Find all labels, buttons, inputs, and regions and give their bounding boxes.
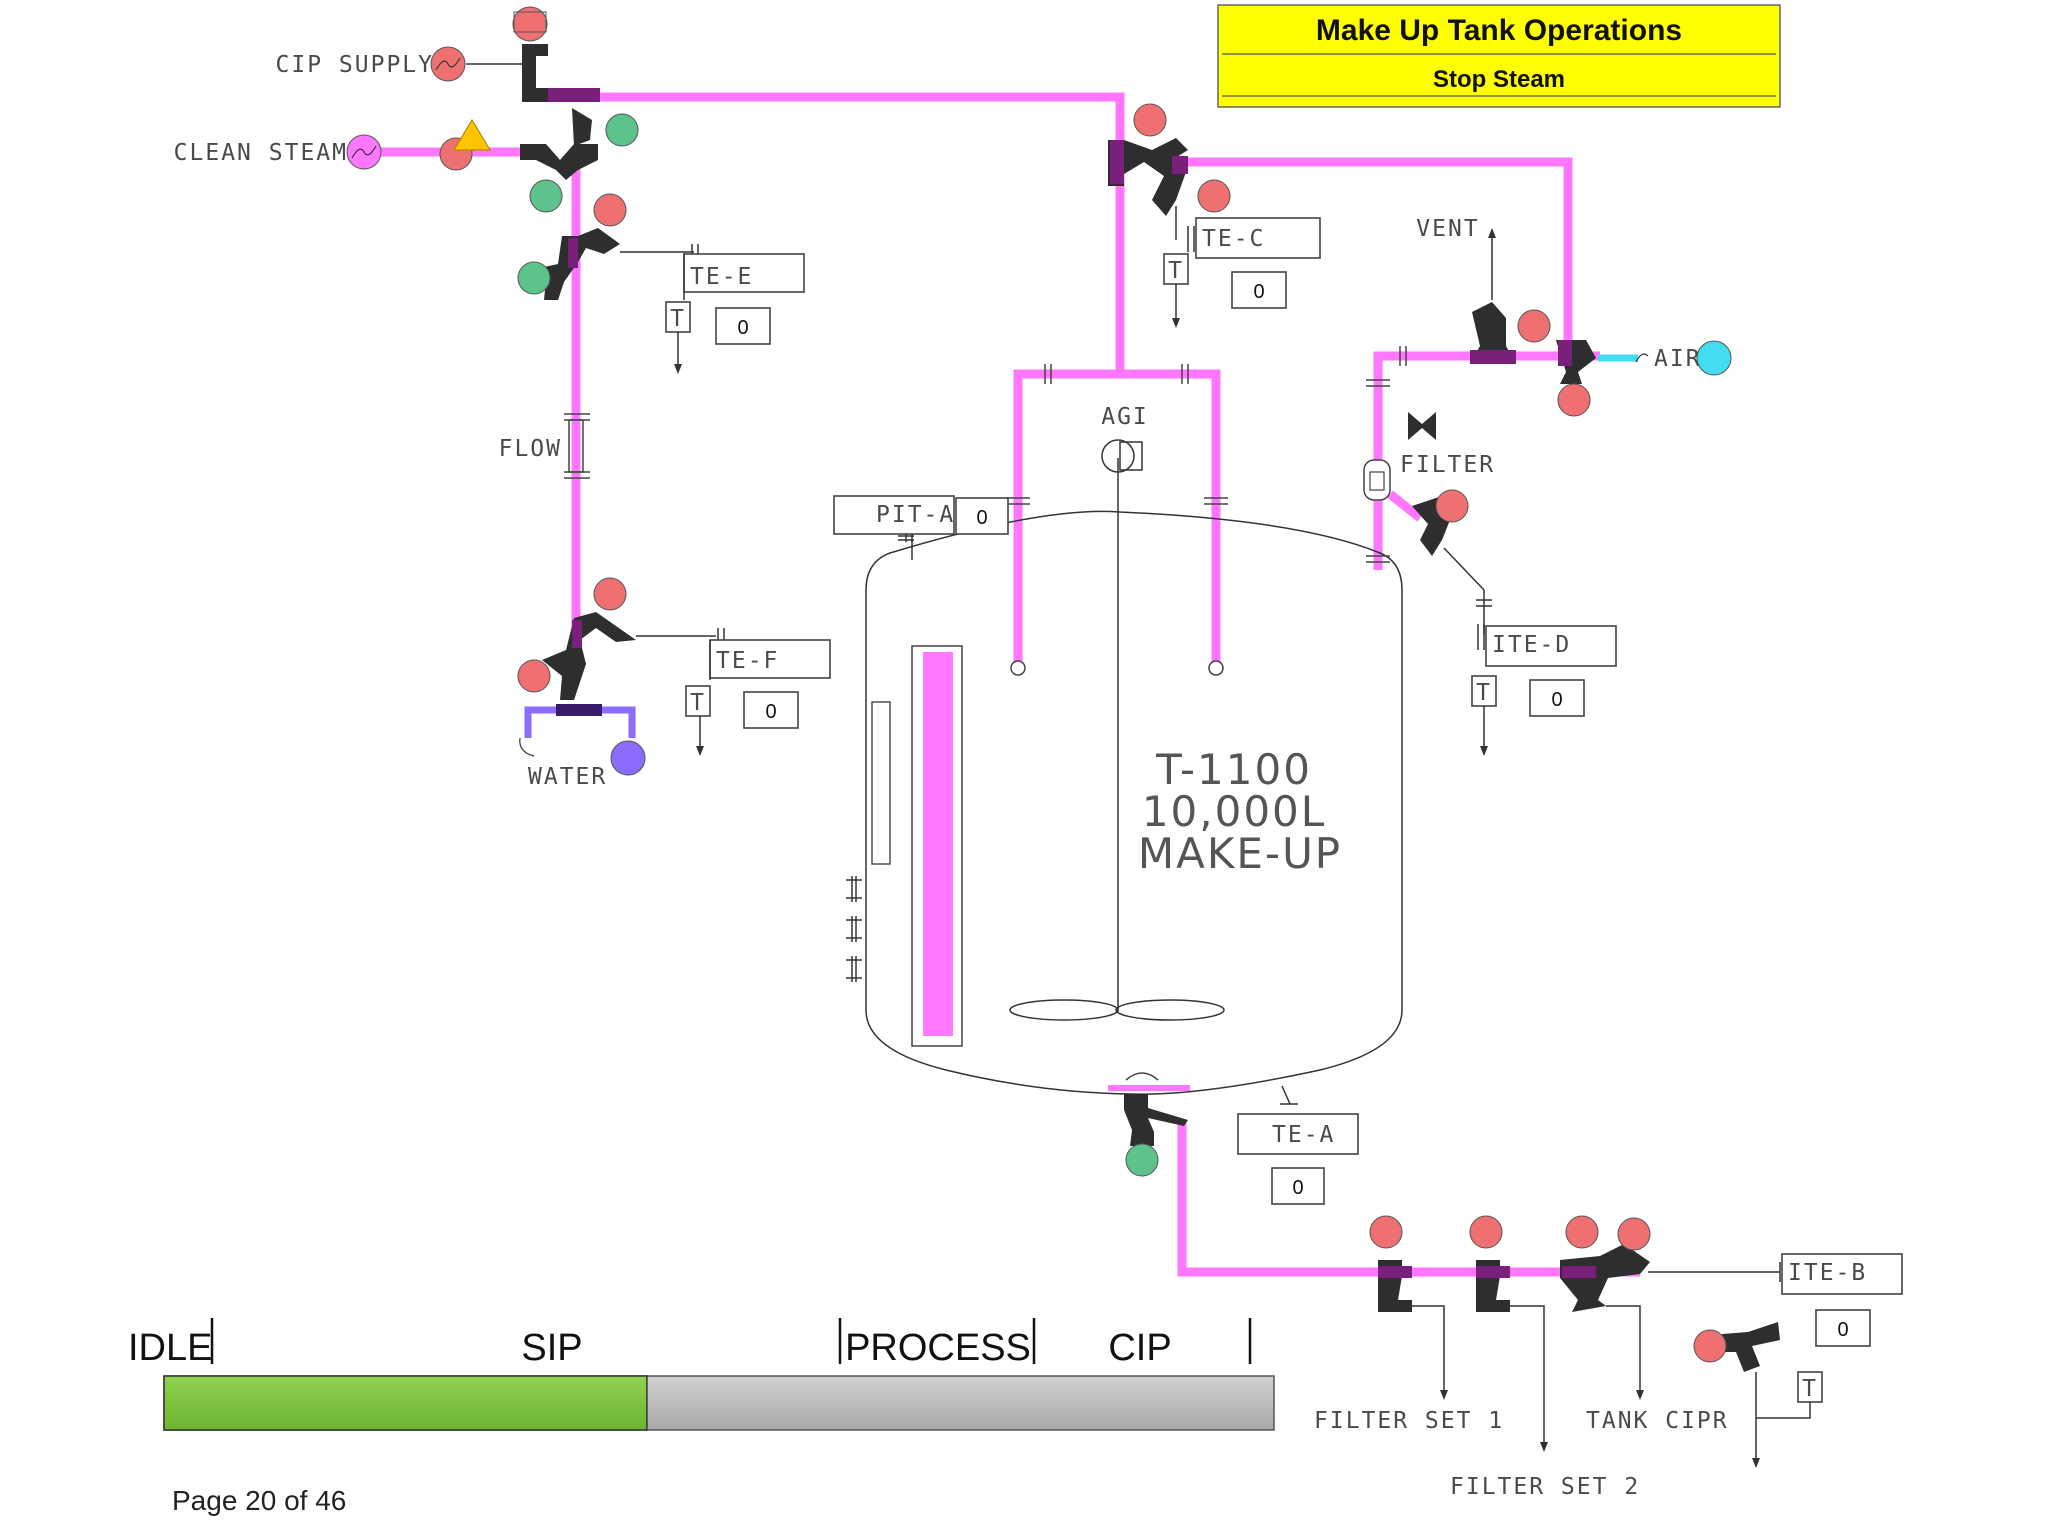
filter-drop-lines: [1410, 1305, 1644, 1452]
te-a-tag: TE-A: [1272, 1122, 1335, 1148]
tank-id: T-1100: [1155, 745, 1312, 794]
pit-a-value: 0: [976, 507, 987, 529]
pipe-flanges: [564, 346, 1407, 563]
warning-icon: [452, 118, 492, 151]
make-up-tank: T-1100 10,000L MAKE-UP AGI: [846, 404, 1403, 1095]
phase-progress: IDLE SIP PROCESS CIP: [128, 1318, 1275, 1431]
te-a-value: 0: [1292, 1177, 1303, 1199]
te-e-value: 0: [737, 317, 748, 339]
filter-set-1-label: FILTER SET 1: [1314, 1408, 1504, 1434]
pit-a-value-box: [955, 497, 1009, 535]
bottom-drain-valve[interactable]: [1124, 1072, 1188, 1177]
te-d-trap: T: [1476, 680, 1492, 706]
tank-cipr-valve[interactable]: [1560, 1215, 1651, 1312]
cip-supply-valve[interactable]: [512, 6, 600, 102]
te-a-instrument: TE-A 0: [1237, 1085, 1359, 1205]
te-d-tag: ITE-D: [1492, 632, 1571, 658]
cip-supply-label: CIP SUPPLY: [276, 52, 434, 78]
vent-label: VENT: [1416, 216, 1479, 242]
te-e-valve[interactable]: [517, 193, 627, 300]
filter-set-1-valve[interactable]: [1369, 1215, 1412, 1312]
te-f-valve[interactable]: [517, 577, 636, 716]
vent-valve[interactable]: [1470, 302, 1551, 364]
filter-valve[interactable]: [1363, 412, 1469, 556]
steam-pipes: [372, 92, 1640, 1277]
te-c-instrument: TE-C T 0: [1163, 206, 1321, 328]
te-c-tag: TE-C: [1202, 226, 1265, 252]
header-title: Make Up Tank Operations: [1316, 14, 1682, 47]
instruments: TE-E T 0 TE-F T 0 TE-C: [620, 206, 1903, 1468]
air-label: AIR: [1654, 346, 1702, 372]
pit-a-tag: PIT-A: [876, 502, 955, 528]
valves: [439, 6, 1780, 1372]
te-c-trap: T: [1168, 258, 1184, 284]
clean-steam-valve[interactable]: [439, 108, 639, 213]
te-d-value: 0: [1551, 689, 1562, 711]
te-b-value-box: [1815, 1309, 1871, 1347]
header-subtitle: Stop Steam: [1433, 66, 1565, 93]
tank-cipr-label: TANK CIPR: [1586, 1408, 1729, 1434]
line-labels: CIP SUPPLY CLEAN STEAM FLOW WATER VENT A…: [174, 52, 1729, 1500]
phase-cip: CIP: [1108, 1327, 1171, 1369]
air-valve[interactable]: [1556, 340, 1596, 417]
tank-service: MAKE-UP: [1138, 829, 1342, 878]
filter-set-2-label: FILTER SET 2: [1450, 1474, 1640, 1500]
te-b-valve[interactable]: [1693, 1322, 1780, 1372]
filter-set-2-valve[interactable]: [1469, 1215, 1510, 1312]
progress-fill: [163, 1375, 648, 1431]
pit-a-instrument: PIT-A 0: [833, 495, 1009, 560]
operation-header: Make Up Tank Operations Stop Steam: [1217, 4, 1781, 108]
te-b-trap: T: [1802, 1376, 1818, 1402]
te-b-value: 0: [1837, 1319, 1848, 1341]
te-e-tag: TE-E: [690, 264, 753, 290]
te-f-instrument: TE-F T 0: [636, 628, 831, 756]
te-e-trap: T: [670, 306, 686, 332]
source-connections: [346, 46, 1732, 776]
te-f-tag: TE-F: [716, 648, 779, 674]
te-f-value-box: [743, 691, 799, 729]
te-c-value-box: [1231, 271, 1287, 309]
te-a-value-box: [1271, 1167, 1325, 1205]
filter-label: FILTER: [1400, 452, 1495, 478]
te-f-value: 0: [765, 701, 776, 723]
te-c-value: 0: [1253, 281, 1264, 303]
te-c-valve[interactable]: [1108, 103, 1231, 216]
te-b-tag: ITE-B: [1788, 1260, 1867, 1286]
agitator-label: AGI: [1101, 404, 1149, 430]
te-e-instrument: TE-E T 0: [620, 244, 805, 374]
flow-label: FLOW: [499, 436, 562, 462]
water-label: WATER: [528, 764, 607, 790]
te-e-value-box: [715, 307, 771, 345]
te-b-instrument: ITE-B 0 T: [1648, 1253, 1903, 1468]
te-d-instrument: ITE-D T 0: [1443, 547, 1617, 756]
page-number: Page 20 of 46: [172, 1485, 346, 1516]
te-d-value-box: [1529, 679, 1585, 717]
te-f-trap: T: [690, 690, 706, 716]
tank-volume: 10,000L: [1142, 787, 1326, 836]
phase-sip: SIP: [521, 1327, 582, 1369]
phase-idle: IDLE: [128, 1327, 212, 1369]
phase-process: PROCESS: [845, 1327, 1031, 1369]
clean-steam-label: CLEAN STEAM: [174, 140, 348, 166]
